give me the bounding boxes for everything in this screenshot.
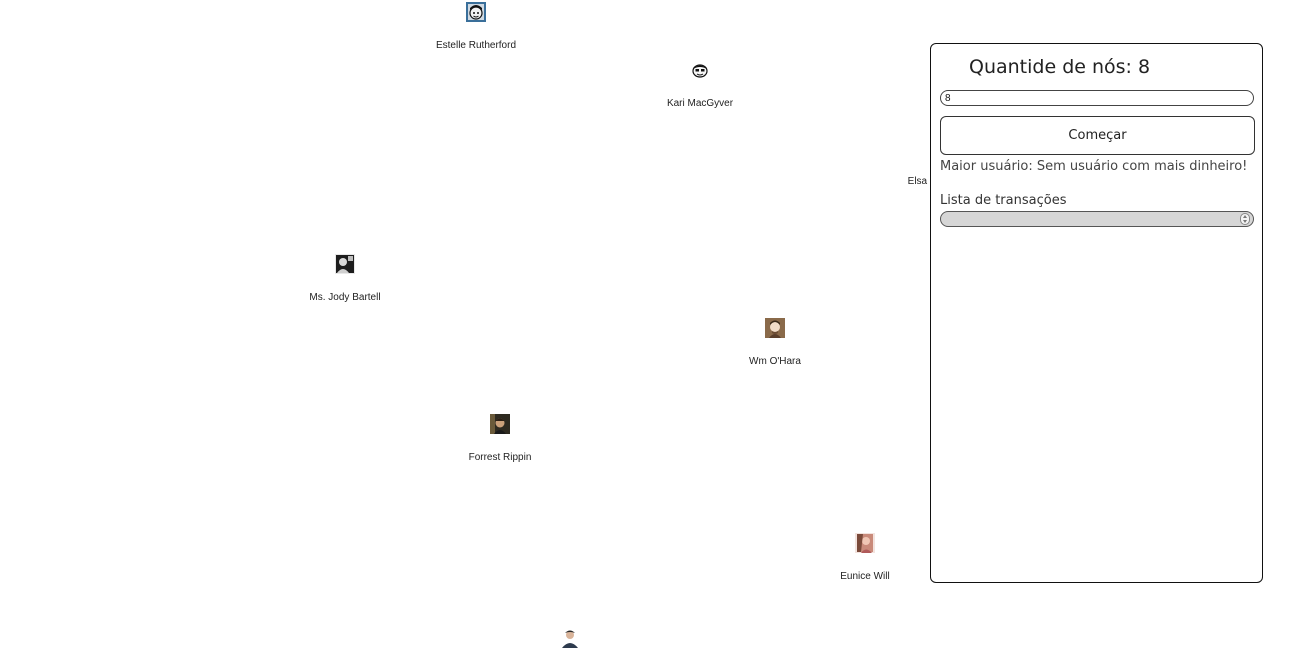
graph-node[interactable]: Forrest Rippin [430, 414, 570, 474]
transactions-list-title: Lista de transações [940, 193, 1067, 208]
person-photo-avatar-icon [335, 254, 355, 274]
graph-node[interactable]: Wm O'Hara [705, 318, 845, 378]
person-photo-avatar-icon [560, 628, 580, 648]
richest-user-text: Maior usuário: Sem usuário com mais dinh… [940, 159, 1248, 174]
node-name-label: Estelle Rutherford [435, 40, 517, 51]
control-panel: Quantide de nós: 8 Começar Maior usuário… [930, 43, 1263, 583]
node-name-label: Kari MacGyver [666, 98, 734, 109]
start-button[interactable]: Começar [940, 116, 1255, 155]
node-name-label: Forrest Rippin [468, 452, 532, 463]
transactions-select[interactable] [940, 211, 1254, 227]
graph-node[interactable]: Eunice Will [795, 533, 935, 593]
spinner-arrows-icon[interactable] [1240, 213, 1250, 225]
node-name-label: Wm O'Hara [749, 356, 801, 367]
node-count-title: Quantide de nós: 8 [969, 56, 1151, 78]
person-photo-avatar-icon [855, 533, 875, 553]
graph-node[interactable]: Estelle Rutherford [406, 2, 546, 62]
person-photo-avatar-icon [765, 318, 785, 338]
graph-node[interactable]: Kari MacGyver [630, 60, 770, 120]
node-name-label: Eunice Will [840, 571, 890, 582]
node-count-input[interactable] [940, 90, 1254, 106]
graph-node[interactable] [500, 628, 640, 663]
graph-node[interactable]: Ms. Jody Bartell [275, 254, 415, 314]
cartoon-face-avatar-icon [466, 2, 486, 22]
node-name-label: Ms. Jody Bartell [309, 292, 381, 303]
person-photo-avatar-icon [490, 414, 510, 434]
cartoon-face-avatar-icon [690, 60, 710, 80]
